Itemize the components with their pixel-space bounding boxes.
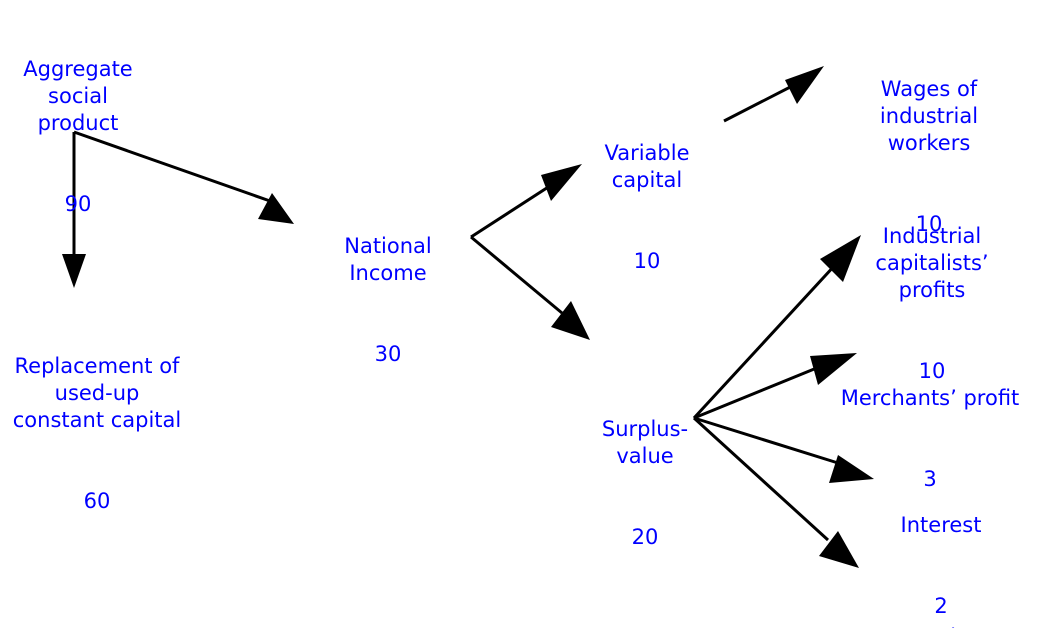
node-industrial-capitalists-profits: Industrial capitalists’ profits 10 (875, 169, 988, 439)
edge-vc-to-wages (723, 66, 824, 123)
node-national-income-label: National Income (344, 234, 432, 285)
node-national-income: National Income 30 (344, 179, 432, 422)
node-merchants-profit: Merchants’ profit 3 (841, 331, 1020, 547)
node-variable-capital-label: Variable capital (604, 141, 690, 192)
node-surplus-value-label: Surplus- value (601, 417, 689, 468)
node-national-income-value: 30 (374, 342, 402, 366)
node-aggregate-social-product-value: 90 (64, 192, 92, 216)
node-variable-capital: Variable capital 10 (604, 86, 689, 329)
node-replacement-constant-capital: Replacement of used-up constant capital … (13, 299, 181, 569)
node-wages-industrial-workers-value: 10 (915, 212, 943, 236)
node-ground-rent-label: Ground rent (879, 624, 1006, 628)
node-surplus-value: Surplus- value 20 (602, 362, 688, 605)
edge-sv-to-merchants-profit (693, 353, 857, 420)
node-wages-industrial-workers: Wages of industrial workers 10 (880, 22, 978, 292)
node-aggregate-social-product: Aggregate social product 90 (23, 2, 132, 272)
node-replacement-constant-capital-label: Replacement of used-up constant capital (12, 354, 182, 432)
edge-sv-to-ground-rent (692, 416, 859, 568)
node-wages-industrial-workers-label: Wages of industrial workers (879, 77, 979, 155)
node-merchants-profit-label: Merchants’ profit (840, 386, 1020, 410)
edge-ni-to-variable-capital (470, 164, 582, 239)
node-surplus-value-value: 20 (631, 525, 659, 549)
node-interest: Interest 2 (901, 458, 982, 628)
node-replacement-constant-capital-value: 60 (83, 489, 111, 513)
node-merchants-profit-value: 3 (923, 467, 937, 491)
node-variable-capital-value: 10 (633, 249, 661, 273)
edge-ni-to-surplus-value (470, 235, 590, 340)
node-interest-value: 2 (934, 594, 948, 618)
node-interest-label: Interest (900, 513, 982, 537)
node-ground-rent: Ground rent 5 (879, 570, 1006, 628)
edge-sv-to-industrial-profits (692, 235, 861, 420)
node-industrial-capitalists-profits-value: 10 (918, 359, 946, 383)
node-industrial-capitalists-profits-label: Industrial capitalists’ profits (875, 224, 989, 302)
node-aggregate-social-product-label: Aggregate social product (23, 57, 133, 135)
